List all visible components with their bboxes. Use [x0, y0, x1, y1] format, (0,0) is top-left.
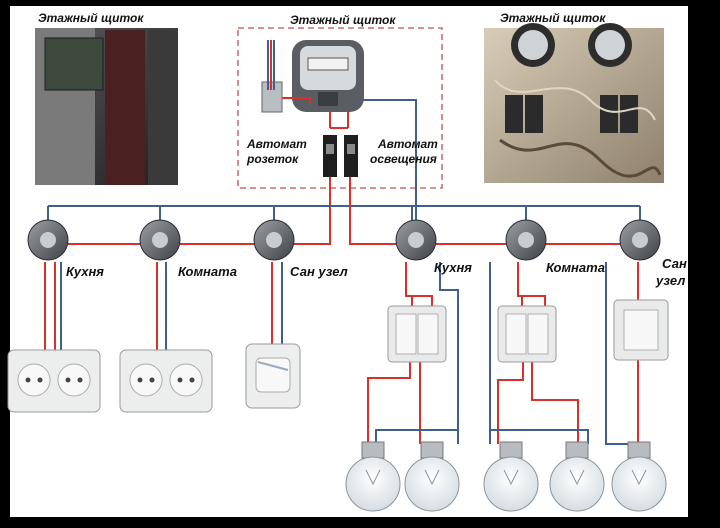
waterproof-socket-bath [245, 343, 301, 409]
junction-box-room-lighting [505, 219, 547, 261]
lighting-breaker-label-line2: освещения [370, 152, 437, 166]
panel-caption-left: Этажный щиток [38, 11, 144, 25]
floor-panel-photo-right [484, 23, 664, 183]
room-label-room-lighting: Комната [546, 260, 605, 275]
bulb-room-1 [483, 441, 539, 512]
double-socket-kitchen [7, 349, 101, 413]
room-label-bath-sockets: Сан узел [290, 264, 348, 279]
junction-box-kitchen-lighting [395, 219, 437, 261]
junction-box-bath-lighting [619, 219, 661, 261]
bulb-kitchen-1 [345, 441, 401, 512]
electric-meter [292, 40, 364, 112]
room-label-bath-lighting-line1: Сан [662, 256, 687, 271]
lighting-breaker-label-line1: Автомат [377, 137, 438, 151]
socket-breaker-label-line2: розеток [246, 152, 299, 166]
panel-caption-center: Этажный щиток [290, 13, 396, 27]
room-label-room-sockets: Комната [178, 264, 237, 279]
room-label-kitchen-sockets: Кухня [66, 264, 104, 279]
junction-box-kitchen-sockets [27, 219, 69, 261]
single-switch-bath [613, 299, 669, 361]
socket-breaker-label-line1: Автомат [246, 137, 307, 151]
lighting-breaker [344, 135, 358, 177]
bulb-room-2 [549, 441, 605, 512]
double-socket-room [119, 349, 213, 413]
double-switch-kitchen [387, 305, 447, 363]
room-label-kitchen-lighting: Кухня [434, 260, 472, 275]
junction-box-room-sockets [139, 219, 181, 261]
bulb-kitchen-2 [404, 441, 460, 512]
room-label-bath-lighting-line2: узел [655, 273, 685, 288]
meter-panel-frame [237, 27, 443, 189]
double-switch-room [497, 305, 557, 363]
floor-panel-photo-left [35, 28, 178, 185]
panel-caption-right: Этажный щиток [500, 11, 606, 25]
socket-breaker [323, 135, 337, 177]
junction-box-bath-sockets [253, 219, 295, 261]
bulb-bath [611, 441, 667, 512]
